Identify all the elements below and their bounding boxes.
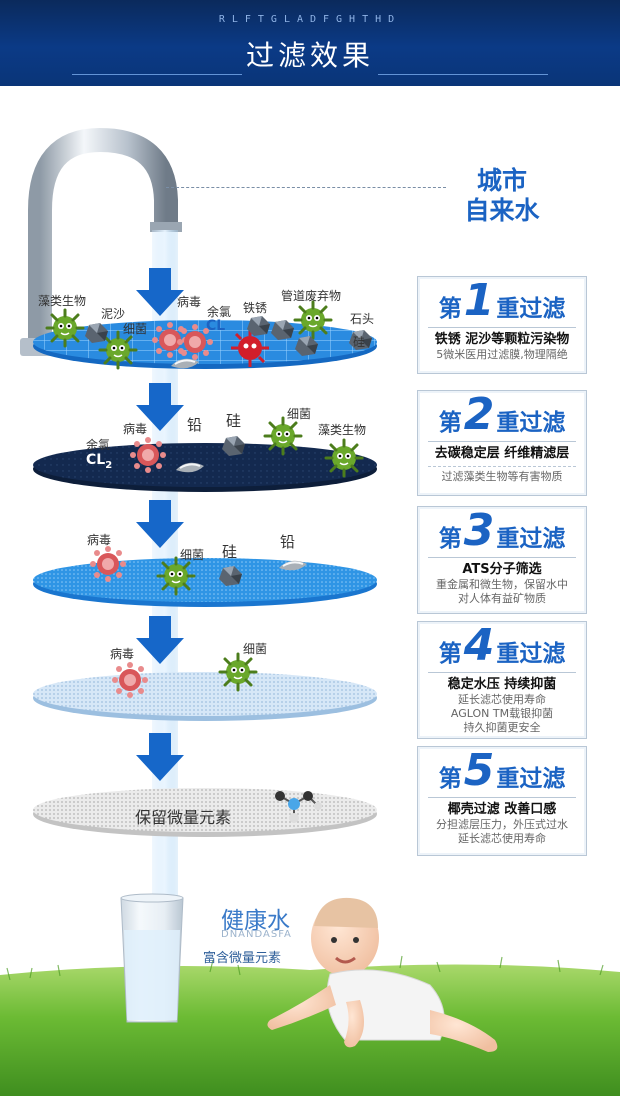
filter-desc: 延长滤芯使用寿命: [458, 832, 546, 845]
header-divider-left: [72, 74, 242, 75]
bacteria-icon: [45, 308, 85, 348]
source-leader-line: [166, 187, 446, 188]
label-algae: 藻类生物: [318, 423, 367, 437]
label-chlorine: 余氯: [207, 305, 232, 319]
chem-cl2: CL2: [86, 452, 113, 471]
label-virus: 病毒: [123, 422, 148, 436]
label-sand: 泥沙: [101, 307, 126, 321]
label-lead: 铅: [187, 416, 203, 434]
label-rust: 铁锈: [243, 301, 268, 315]
baby-figure: [267, 897, 498, 1052]
label-bacteria: 细菌: [180, 548, 205, 562]
filter-desc: 分担滤层压力，外压式过水: [436, 818, 568, 831]
filter-desc: 重金属和微生物，保留水中: [436, 578, 568, 591]
chem-cl: CL: [206, 318, 226, 334]
label-bacteria: 细菌: [287, 407, 312, 421]
filter-desc: 延长滤芯使用寿命: [458, 693, 546, 706]
label-silicon: 硅: [226, 412, 242, 430]
bacteria-icon: [218, 652, 258, 692]
label-silicon: 硅: [222, 543, 238, 561]
label-silicon: 硅: [353, 335, 366, 349]
label-virus: 病毒: [177, 295, 202, 309]
filter-heading: 铁锈 泥沙等颗粒污染物: [434, 332, 570, 347]
healthy-water-title: 健康水: [221, 908, 290, 934]
filter-desc: 对人体有益矿物质: [458, 592, 546, 605]
virus-icon: [130, 437, 166, 473]
virus-icon: [112, 662, 148, 698]
filter-heading: 椰壳过滤 改善口感: [447, 802, 557, 817]
bacteria-icon: [263, 416, 303, 456]
header-divider-right: [378, 74, 548, 75]
label-chlorine: 余氯: [86, 438, 111, 452]
header-subtitle: RLFTGLADFGHTHD: [218, 14, 402, 25]
filter-desc: AGLON TM载银抑菌: [450, 707, 554, 720]
label-algae: 藻类生物: [38, 294, 87, 308]
label-stone: 石头: [350, 312, 375, 326]
filter-desc: 持久抑菌更安全: [463, 721, 541, 734]
label-virus: 病毒: [87, 533, 112, 547]
source-label: 城市 自来水: [464, 166, 540, 225]
filter-heading: 稳定水压 持续抑菌: [447, 677, 557, 692]
water-glass-icon: [120, 893, 184, 1023]
bacteria-icon: [293, 300, 333, 340]
page-title: 过滤效果: [245, 39, 374, 72]
healthy-water-en: DNANDASFA: [221, 929, 292, 940]
healthy-water-subtitle: 富含微量元素: [203, 951, 282, 966]
filter-desc: 5微米医用过滤膜,物理隔绝: [436, 348, 568, 361]
bacteria-icon: [156, 556, 196, 596]
label-bacteria: 细菌: [123, 322, 148, 336]
label-virus: 病毒: [110, 647, 135, 661]
filter-heading: ATS分子筛选: [462, 562, 542, 577]
grass-ground: [0, 964, 620, 1096]
molecule-icon: [275, 791, 322, 823]
virus-icon: [90, 546, 126, 582]
filter-desc: 过滤藻类生物等有害物质: [441, 470, 563, 483]
label-bacteria: 细菌: [243, 642, 268, 656]
bacteria-icon: [324, 438, 364, 478]
label-pipe-waste: 管道废弃物: [281, 289, 342, 303]
page-header: RLFTGLADFGHTHD 过滤效果: [0, 0, 620, 86]
retain-minerals-label: 保留微量元素: [135, 808, 232, 827]
filter-heading: 去碳稳定层 纤维精滤层: [434, 446, 570, 461]
virus-icon: [231, 329, 269, 367]
label-lead: 铅: [280, 533, 296, 551]
